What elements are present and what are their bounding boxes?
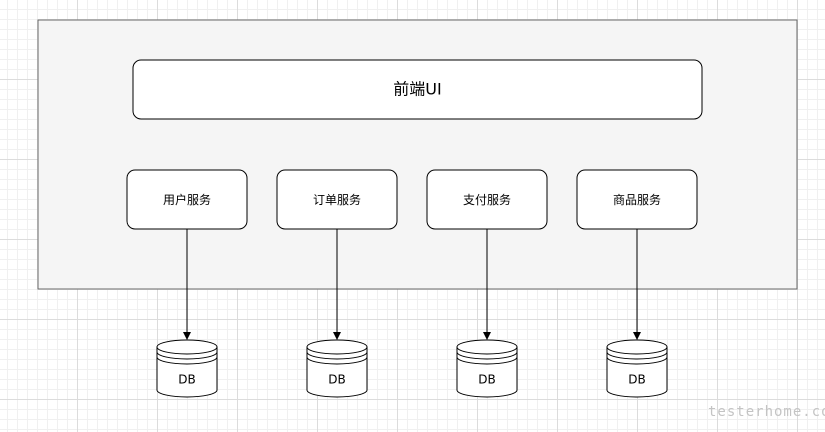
db-label: DB	[478, 373, 495, 387]
db-body	[156, 347, 218, 398]
db-top	[306, 339, 368, 355]
services-layer: 用户服务 DB 订单服务 DB 支付服务 DB 商品服务 DB	[126, 169, 698, 398]
service-order: 订单服务	[276, 169, 398, 230]
frontend-label: 前端UI	[393, 80, 441, 99]
db-label: DB	[178, 373, 195, 387]
service-payment: 支付服务	[426, 169, 548, 230]
db-ring	[606, 351, 668, 360]
db-top	[156, 339, 218, 355]
service-label: 用户服务	[163, 192, 211, 207]
db-top	[606, 339, 668, 355]
service-product: 商品服务	[576, 169, 698, 230]
db-ring	[606, 356, 668, 365]
db-ring	[456, 351, 518, 360]
db-ring	[156, 356, 218, 365]
service-label: 支付服务	[463, 192, 511, 207]
service-user: 用户服务	[126, 169, 248, 230]
db-ring	[456, 356, 518, 365]
db-body	[606, 347, 668, 398]
db-body	[456, 347, 518, 398]
db-ring	[156, 351, 218, 360]
db-label: DB	[628, 373, 645, 387]
db-payment: DB	[456, 339, 518, 398]
watermark: testerhome.com	[708, 404, 825, 420]
db-user: DB	[156, 339, 218, 398]
service-label: 商品服务	[613, 192, 661, 207]
db-order: DB	[306, 339, 368, 398]
db-product: DB	[606, 339, 668, 398]
service-label: 订单服务	[313, 192, 361, 207]
db-ring	[306, 351, 368, 360]
frontend-box: 前端UI	[132, 59, 703, 120]
db-top	[456, 339, 518, 355]
db-ring	[306, 356, 368, 365]
db-body	[306, 347, 368, 398]
db-label: DB	[328, 373, 345, 387]
